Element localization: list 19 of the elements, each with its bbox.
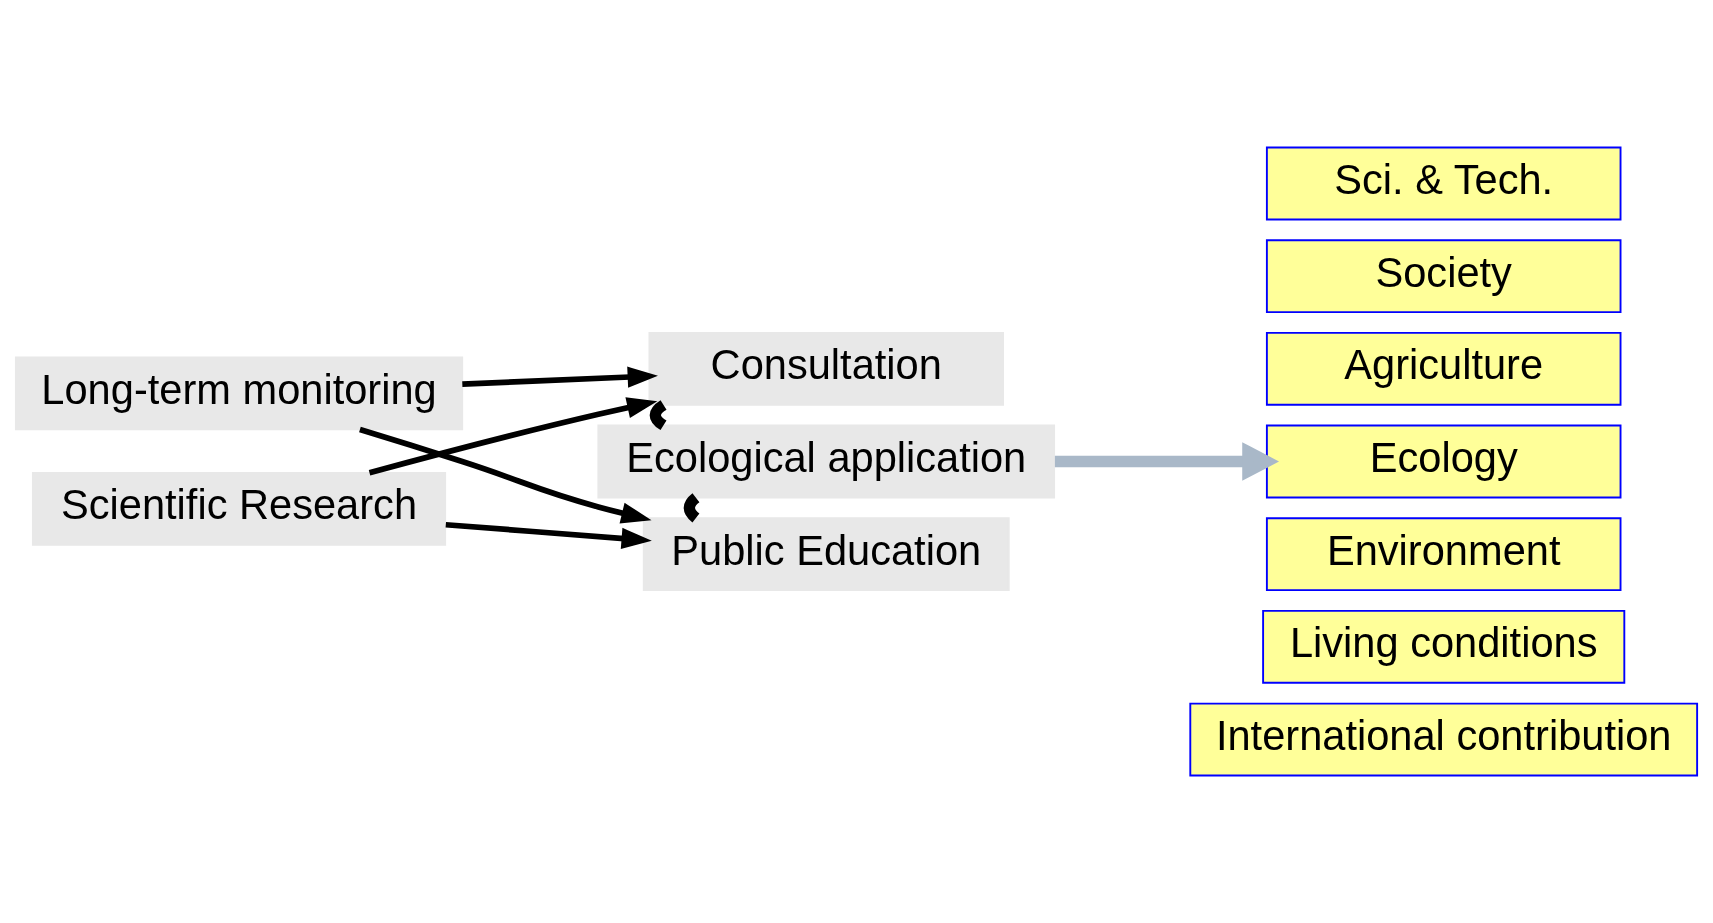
node-box: Ecological application: [597, 424, 1056, 499]
node-box: Long-term monitoring: [14, 356, 464, 431]
connector: [683, 493, 700, 523]
node-box: Society: [1265, 239, 1622, 314]
arrow: [368, 397, 658, 476]
arrow: [445, 521, 652, 549]
node-box: Consultation: [648, 331, 1004, 406]
node-box: Agriculture: [1265, 331, 1622, 406]
node-box: Scientific Research: [31, 471, 447, 546]
node-box: Public Education: [642, 517, 1010, 592]
node-box: Environment: [1265, 517, 1622, 592]
node-box: Living conditions: [1262, 609, 1626, 684]
connector: [649, 400, 667, 430]
node-box: Sci. & Tech.: [1265, 146, 1622, 221]
arrow: [462, 366, 658, 388]
arrow: [1054, 442, 1279, 481]
node-box: Ecology: [1265, 424, 1622, 499]
arrow: [359, 426, 652, 524]
node-box: International contribution: [1189, 702, 1699, 777]
